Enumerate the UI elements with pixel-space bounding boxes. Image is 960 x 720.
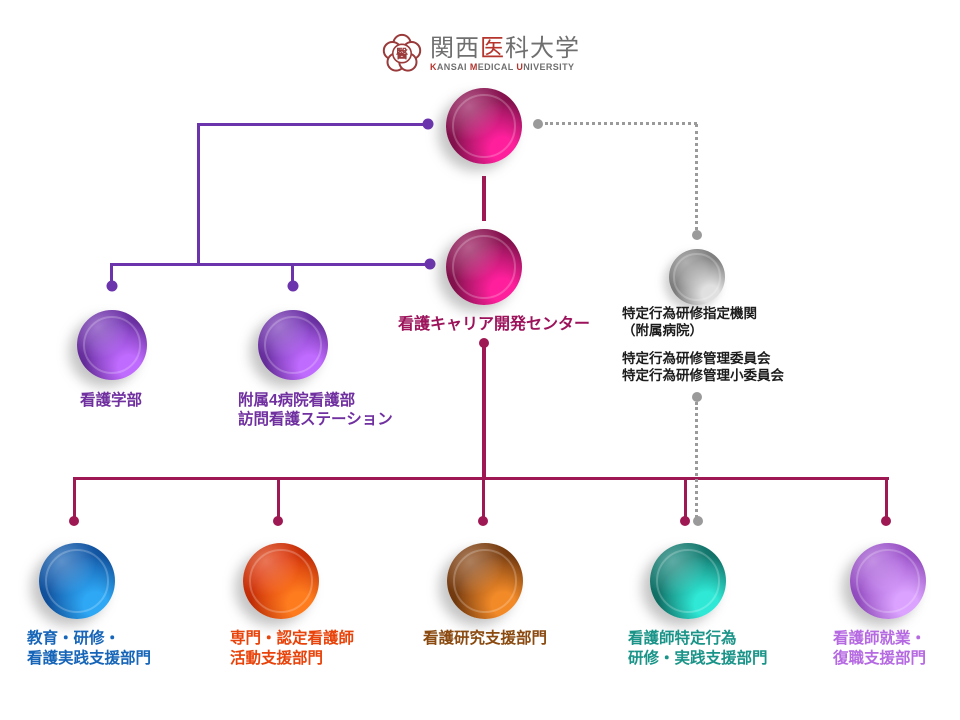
dot-maroon-dept-1 — [69, 516, 79, 526]
label-dept-education: 教育・研修・ 看護実践支援部門 — [27, 630, 152, 667]
connector-maroon-drop-2 — [277, 479, 280, 518]
connector-gray-dotted-vertical-lower — [695, 402, 698, 518]
ball-dept-education — [39, 543, 115, 619]
connector-maroon-trunk — [482, 346, 486, 479]
label-hospital-nursing: 附属4病院看護部 訪問看護ステーション — [238, 392, 393, 428]
dot-purple-center — [424, 258, 436, 270]
connector-maroon-drop-5 — [885, 479, 888, 518]
dot-gray-top-left — [533, 119, 543, 129]
plum-blossom-crest-icon: 醫 — [382, 33, 422, 72]
label-dept-tokutei: 看護師特定行為 研修・実践支援部門 — [628, 630, 768, 667]
ball-nursing-faculty — [77, 310, 147, 380]
dot-purple-faculty — [106, 280, 118, 292]
connector-maroon-drop-3 — [482, 479, 485, 518]
connector-maroon-between-top-balls — [482, 176, 486, 221]
dot-gray-above-ball — [692, 230, 702, 240]
dot-gray-dept-4 — [693, 516, 703, 526]
connector-purple-drop-hospitals — [291, 263, 294, 284]
dot-maroon-dept-2 — [273, 516, 283, 526]
label-dept-employment: 看護師就業・ 復職支援部門 — [833, 630, 927, 667]
dot-gray-below-text — [692, 392, 702, 402]
connector-purple-top-horizontal — [198, 123, 430, 126]
ball-dept-research — [447, 543, 523, 619]
connector-maroon-drop-4 — [684, 479, 687, 518]
dot-maroon-dept-5 — [881, 516, 891, 526]
connector-maroon-bottom-horizontal — [73, 477, 889, 480]
connector-purple-drop-faculty — [110, 263, 113, 284]
connector-purple-riser — [197, 123, 200, 266]
ball-dept-certified — [243, 543, 319, 619]
dot-maroon-dept-4 — [680, 516, 690, 526]
dot-purple-hospitals — [287, 280, 299, 292]
label-career-center: 看護キャリア開発センター — [397, 316, 590, 333]
dot-purple-top — [422, 118, 434, 130]
label-designated-organization: 特定行為研修指定機関 （附属病院） — [622, 306, 757, 338]
crest-seal-character: 醫 — [396, 47, 408, 61]
dot-maroon-dept-3 — [478, 516, 488, 526]
university-name-jp: 関西医科大学 — [430, 34, 580, 62]
connector-gray-dotted-horizontal — [545, 122, 697, 125]
connector-gray-dotted-vertical-upper — [695, 124, 698, 230]
label-nursing-faculty: 看護学部 — [80, 392, 143, 409]
ball-career-center — [446, 229, 522, 305]
connector-maroon-drop-1 — [73, 479, 76, 518]
dot-maroon-trunk-top — [479, 338, 489, 348]
ball-designated-organization — [669, 249, 725, 305]
label-dept-research: 看護研究支援部門 — [423, 630, 548, 647]
ball-dept-tokutei — [650, 543, 726, 619]
ball-hospital-nursing — [258, 310, 328, 380]
connector-purple-branch-horizontal — [110, 263, 431, 266]
ball-nursing-top — [446, 88, 522, 164]
label-committees: 特定行為研修管理委員会 特定行為研修管理小委員会 — [622, 351, 784, 383]
label-dept-certified: 専門・認定看護師 活動支援部門 — [230, 630, 355, 667]
university-name-en: KANSAI MEDICAL UNIVERSITY — [430, 61, 575, 72]
ball-dept-employment — [850, 543, 926, 619]
university-logo: 醫 関西医科大学 KANSAI MEDICAL UNIVERSITY — [381, 31, 580, 77]
